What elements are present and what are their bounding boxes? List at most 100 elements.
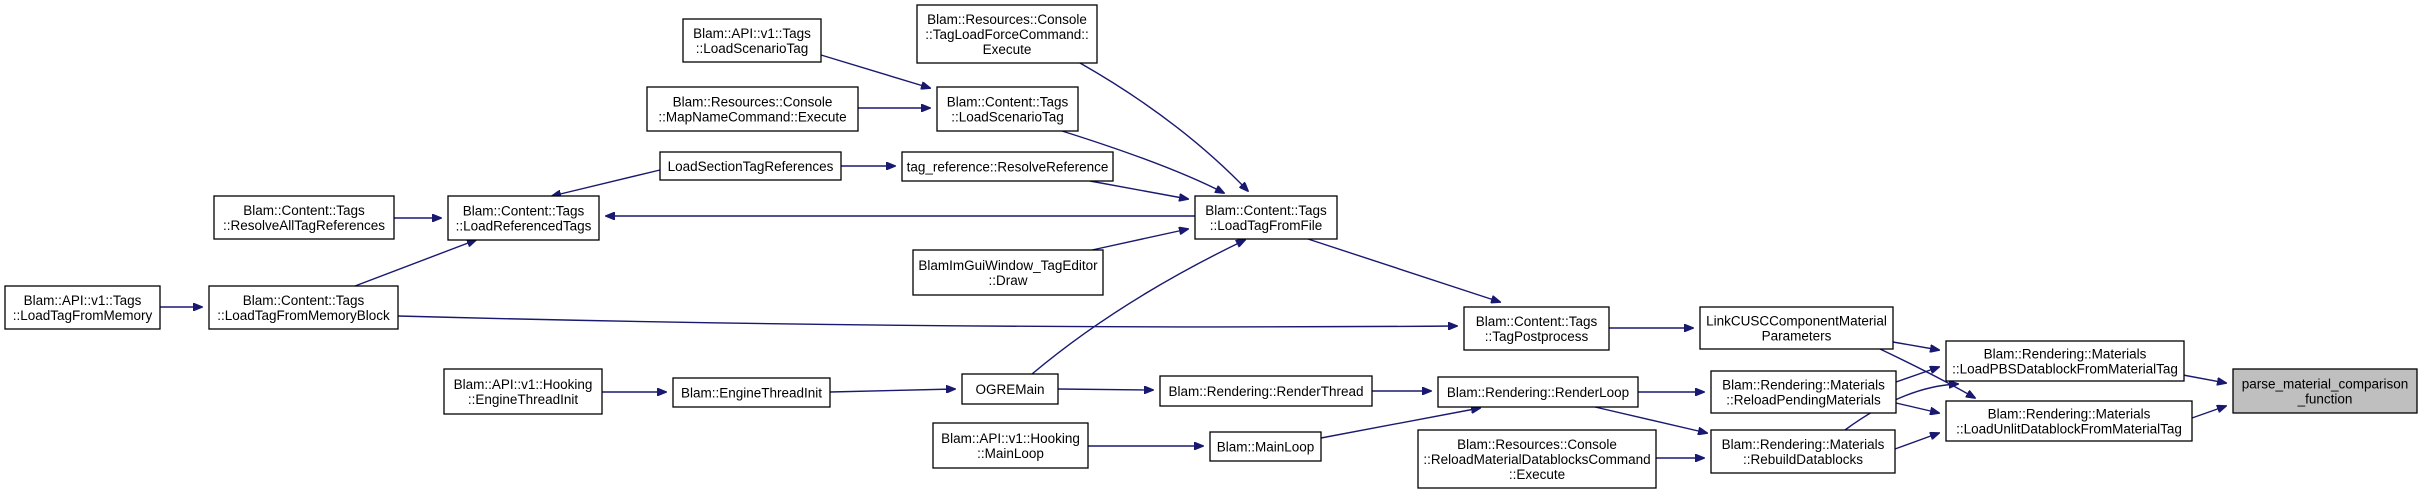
node-resolveall[interactable]: Blam::Content::Tags::ResolveAllTagRefere… [213, 195, 395, 240]
node-label: Blam::API::v1::Hooking [454, 377, 593, 392]
node-box [646, 86, 859, 132]
node-box [1945, 400, 2193, 442]
node-label: Blam::Rendering::Materials [1988, 407, 2151, 422]
node-loadfrommemblock[interactable]: Blam::Content::Tags::LoadTagFromMemoryBl… [208, 285, 399, 330]
node-label: ::LoadTagFromMemory [13, 308, 153, 323]
node-label: LoadSectionTagReferences [668, 159, 834, 174]
node-imgui[interactable]: BlamImGuiWindow_TagEditor::Draw [912, 249, 1104, 296]
node-label: LinkCUSCComponentMaterial [1706, 314, 1887, 329]
node-label: ::LoadScenarioTag [696, 41, 809, 56]
node-label: ::LoadReferencedTags [456, 219, 592, 234]
node-label: Blam::API::v1::Tags [693, 26, 811, 41]
node-hookmainloop[interactable]: Blam::API::v1::Hooking::MainLoop [932, 422, 1089, 469]
node-label: ::EngineThreadInit [468, 392, 579, 407]
node-box [659, 151, 842, 181]
node-box [961, 373, 1059, 405]
node-box [916, 4, 1098, 64]
node-box [1437, 376, 1639, 408]
node-label: Blam::Rendering::RenderLoop [1447, 385, 1629, 400]
node-box [936, 86, 1079, 132]
node-label: ::LoadUnlitDatablockFromMaterialTag [1956, 422, 2182, 437]
node-label: Blam::Content::Tags [947, 95, 1069, 110]
edge-reloadpending-to-unlit [1895, 402, 1939, 413]
node-label: ::ResolveAllTagReferences [223, 218, 385, 233]
node-label: ::ReloadPendingMaterials [1726, 393, 1881, 408]
node-box [1194, 195, 1338, 240]
node-label: OGREMain [975, 382, 1044, 397]
edge-loadtagfromfile-to-postprocess [1307, 238, 1500, 302]
node-ogremain[interactable]: OGREMain [961, 373, 1059, 405]
node-box [682, 18, 822, 63]
node-label: BlamImGuiWindow_TagEditor [918, 258, 1098, 273]
edge-unlit-to-pmcf [2191, 406, 2226, 419]
node-label: Blam::Content::Tags [243, 293, 365, 308]
node-box [932, 422, 1089, 469]
node-postprocess[interactable]: Blam::Content::Tags::TagPostprocess [1463, 306, 1610, 351]
node-box [208, 285, 399, 330]
node-box [2232, 368, 2418, 414]
edge-linkcusc-to-unlit [1879, 348, 1975, 398]
node-reloadpending[interactable]: Blam::Rendering::Materials::ReloadPendin… [1710, 370, 1897, 414]
node-resolveref[interactable]: tag_reference::ResolveReference [901, 151, 1114, 182]
call-edges [160, 54, 2226, 458]
node-loadsection[interactable]: LoadSectionTagReferences [659, 151, 842, 181]
node-label: Blam::Content::Tags [243, 203, 365, 218]
node-label: ::LoadTagFromMemoryBlock [217, 308, 390, 323]
node-label: Blam::Rendering::RenderThread [1168, 384, 1363, 399]
node-box [1710, 429, 1896, 474]
node-box [447, 195, 600, 241]
node-box [4, 285, 161, 330]
node-label: Blam::MainLoop [1217, 440, 1315, 455]
node-label: Blam::API::v1::Hooking [941, 431, 1080, 446]
node-label: Blam::Resources::Console [927, 12, 1087, 27]
node-hookenginethread[interactable]: Blam::API::v1::Hooking::EngineThreadInit [443, 368, 603, 415]
node-label: ::LoadScenarioTag [951, 110, 1064, 125]
node-label: Blam::Rendering::Materials [1722, 378, 1885, 393]
edge-renderloop-to-rebuild [1594, 406, 1707, 433]
edge-loadfrommemblock-to-postprocess [397, 315, 1457, 327]
edge-forcecmd-to-loadtagfromfile [1079, 62, 1248, 191]
node-apiloadscenario[interactable]: Blam::API::v1::Tags::LoadScenarioTag [682, 18, 822, 63]
edge-enginethreadinit-to-ogremain [829, 389, 955, 392]
edge-linkcusc-to-pbs [1892, 341, 1939, 350]
node-pmcf[interactable]: parse_material_comparison_function [2232, 368, 2418, 414]
node-label: ::MapNameCommand::Execute [658, 110, 846, 125]
node-label: Blam::Resources::Console [673, 95, 833, 110]
node-label: ::ReloadMaterialDatablocksCommand [1423, 452, 1650, 467]
node-box [1209, 431, 1322, 462]
node-apiloadfrommemory[interactable]: Blam::API::v1::Tags::LoadTagFromMemory [4, 285, 161, 330]
node-label: Blam::Content::Tags [1476, 314, 1598, 329]
node-loadreferenced[interactable]: Blam::Content::Tags::LoadReferencedTags [447, 195, 600, 241]
node-pbs[interactable]: Blam::Rendering::Materials::LoadPBSDatab… [1945, 340, 2185, 382]
node-unlit[interactable]: Blam::Rendering::Materials::LoadUnlitDat… [1945, 400, 2193, 442]
node-box [1159, 375, 1373, 407]
node-label: Blam::API::v1::Tags [24, 293, 142, 308]
node-label: Blam::Content::Tags [463, 204, 585, 219]
edge-pbs-to-pmcf [2182, 374, 2226, 383]
node-label: Execute [983, 42, 1032, 57]
node-label: tag_reference::ResolveReference [907, 160, 1109, 175]
node-label: parse_material_comparison [2242, 377, 2409, 392]
node-reloadcmd[interactable]: Blam::Resources::Console::ReloadMaterial… [1417, 429, 1657, 489]
node-renderloop[interactable]: Blam::Rendering::RenderLoop [1437, 376, 1639, 408]
node-mapnamecmd[interactable]: Blam::Resources::Console::MapNameCommand… [646, 86, 859, 132]
node-box [672, 377, 831, 408]
node-loadtagfromfile[interactable]: Blam::Content::Tags::LoadTagFromFile [1194, 195, 1338, 240]
node-loadscenario[interactable]: Blam::Content::Tags::LoadScenarioTag [936, 86, 1079, 132]
node-mainloop[interactable]: Blam::MainLoop [1209, 431, 1322, 462]
node-enginethreadinit[interactable]: Blam::EngineThreadInit [672, 377, 831, 408]
node-renderthread[interactable]: Blam::Rendering::RenderThread [1159, 375, 1373, 407]
edge-ogremain-to-loadtagfromfile [1031, 240, 1245, 375]
node-box [1945, 340, 2185, 382]
node-label: Blam::EngineThreadInit [681, 386, 822, 401]
edge-ogremain-to-renderthread [1057, 389, 1153, 390]
node-box [901, 151, 1114, 182]
node-label: ::RebuildDatablocks [1743, 452, 1863, 467]
edge-imgui-to-loadtagfromfile [1091, 229, 1188, 251]
node-label: ::MainLoop [977, 446, 1044, 461]
node-label: ::LoadTagFromFile [1210, 218, 1323, 233]
node-label: Blam::Rendering::Materials [1984, 347, 2147, 362]
node-rebuild[interactable]: Blam::Rendering::Materials::RebuildDatab… [1710, 429, 1896, 474]
node-forcecmd[interactable]: Blam::Resources::Console::TagLoadForceCo… [916, 4, 1098, 64]
